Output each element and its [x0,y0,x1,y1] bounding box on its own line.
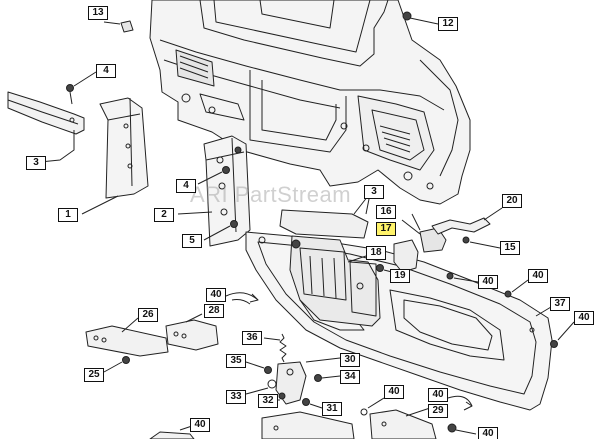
callout-33[interactable]: 33 [226,390,246,404]
arrow-40-upper [225,292,259,305]
bracket-1 [81,97,149,215]
bracket-lower-center [261,411,355,439]
callout-29[interactable]: 29 [428,404,448,418]
screw-4-center [197,166,230,185]
callout-16[interactable]: 16 [376,205,396,219]
arrow-40-lower [447,395,473,411]
callout-13[interactable]: 13 [88,6,108,20]
bracket-lower-left [149,425,195,439]
screw-40-right-a [446,272,479,283]
callout-28[interactable]: 28 [204,304,224,318]
callout-3-center[interactable]: 3 [364,185,384,199]
bracket-29 [369,407,437,439]
watermark: ARI PartStream [190,182,352,207]
callout-3-left[interactable]: 3 [26,156,46,170]
callout-40-far-right[interactable]: 40 [574,311,594,325]
bracket-26 [85,317,169,357]
screw-40-right-b [504,279,529,298]
callout-2[interactable]: 2 [154,208,174,222]
screw-40-bottom-right [447,423,477,435]
callout-15[interactable]: 15 [500,241,520,255]
clip-13 [120,20,134,33]
screw-34 [314,374,341,382]
callout-4-center[interactable]: 4 [176,179,196,193]
callout-32[interactable]: 32 [258,394,278,408]
screw-35 [245,361,272,374]
callout-12[interactable]: 12 [438,17,458,31]
linkage-30 [275,357,341,405]
callout-17-highlighted[interactable]: 17 [376,222,396,236]
strip-3-center [279,195,369,239]
callout-40-bottom-left[interactable]: 40 [190,418,210,432]
callout-25[interactable]: 25 [84,368,104,382]
callout-40-upper-left[interactable]: 40 [206,288,226,302]
callout-34[interactable]: 34 [340,370,360,384]
callout-5[interactable]: 5 [182,234,202,248]
callout-40-lower-center[interactable]: 40 [384,385,404,399]
callout-31[interactable]: 31 [322,402,342,416]
callout-20[interactable]: 20 [502,194,522,208]
upper-housing [149,0,471,205]
bracket-28 [165,313,219,351]
callout-4-left[interactable]: 4 [96,64,116,78]
callout-40-far-right-top[interactable]: 40 [528,269,548,283]
screw-5 [203,220,238,241]
screw-40-far-right [550,321,575,348]
washer-33 [245,379,277,395]
latch-18 [289,235,381,327]
screw-31 [302,398,323,409]
callout-30[interactable]: 30 [340,353,360,367]
callout-40-lower-right[interactable]: 40 [428,388,448,402]
pin-32 [276,392,286,401]
callout-1[interactable]: 1 [58,208,78,222]
callout-40-bottom-right[interactable]: 40 [478,427,498,439]
callout-35[interactable]: 35 [226,354,246,368]
spring-36 [263,333,287,363]
screw-12 [402,11,439,25]
callout-37[interactable]: 37 [550,297,570,311]
screw-15 [462,236,501,249]
screw-25 [103,356,130,373]
callout-26[interactable]: 26 [138,308,158,322]
callout-18[interactable]: 18 [366,246,386,260]
bracket-2 [177,135,251,247]
callout-36[interactable]: 36 [242,331,262,345]
screw-4-left [66,71,97,105]
bracket-3 [7,91,85,163]
callout-19[interactable]: 19 [390,269,410,283]
callout-40-right[interactable]: 40 [478,275,498,289]
screw-40-lower [360,397,385,416]
clip-16-17 [401,219,447,253]
rod-20 [431,207,503,235]
